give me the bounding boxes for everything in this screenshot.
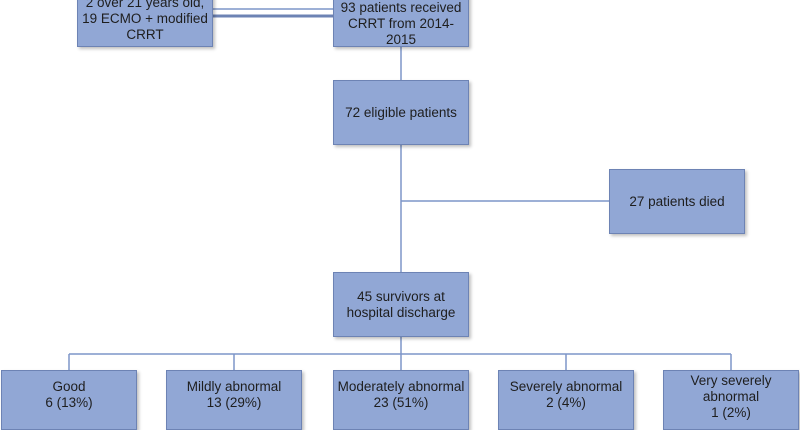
outcome-value: 6 (13%)	[45, 395, 93, 410]
eligible-patients-box: 72 eligible patients	[333, 80, 469, 145]
outcome-label: Severely abnormal	[509, 379, 623, 394]
flowchart-connectors	[68, 8, 732, 370]
outcome-value: 13 (29%)	[206, 395, 262, 410]
outcome-label: Moderately abnormal	[337, 379, 465, 394]
outcome-label-line-1: Very severely	[690, 373, 772, 388]
survivors-line-2: hospital discharge	[346, 304, 456, 320]
outcome-value: 2 (4%)	[546, 395, 586, 410]
eligible-text: 72 eligible patients	[345, 104, 457, 120]
exclusions-line-2: 19 ECMO + modified	[82, 10, 208, 26]
outcome-label: Good	[52, 379, 86, 394]
outcome-label: Mildly abnormal	[186, 379, 282, 394]
outcome-moderate-box: Moderately abnormal 23 (51%)	[333, 370, 469, 430]
outcome-very-severe-box: Very severely abnormal 1 (2%)	[663, 370, 799, 430]
outcome-value: 1 (2%)	[711, 405, 751, 420]
outcome-value: 23 (51%)	[373, 395, 429, 410]
outcome-mild-box: Mildly abnormal 13 (29%)	[166, 370, 302, 430]
exclusions-box: 2 over 21 years old, 19 ECMO + modified …	[77, 0, 213, 47]
survivors-box: 45 survivors at hospital discharge	[333, 272, 469, 337]
total-line-1: 93 patients received	[340, 0, 462, 15]
outcome-severe-box: Severely abnormal 2 (4%)	[498, 370, 634, 430]
total-patients-box: 93 patients received CRRT from 2014-2015	[333, 0, 469, 47]
outcome-label-line-2: abnormal	[702, 389, 760, 404]
total-line-2: CRRT from 2014-2015	[347, 15, 455, 47]
exclusions-line-1: 2 over 21 years old,	[85, 0, 205, 10]
survivors-line-1: 45 survivors at	[357, 288, 445, 304]
died-text: 27 patients died	[629, 193, 725, 209]
outcome-good-box: Good 6 (13%)	[1, 370, 137, 430]
exclusions-line-3: CRRT	[126, 26, 164, 42]
patients-died-box: 27 patients died	[609, 169, 745, 234]
